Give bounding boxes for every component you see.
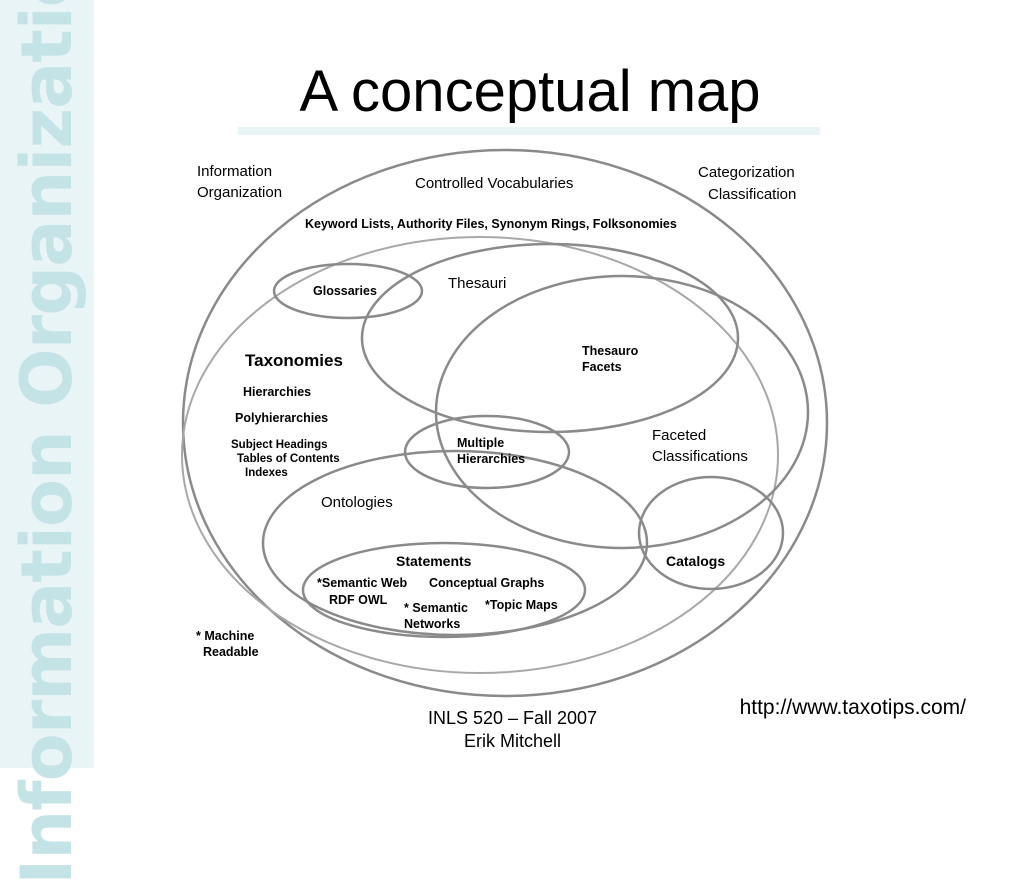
polyhierarchies-label: Polyhierarchies [235, 411, 328, 425]
semantic-web-label: *Semantic Web [317, 576, 407, 590]
source-url-link[interactable]: http://www.taxotips.com/ [739, 696, 966, 719]
categorization-label: Categorization [698, 164, 795, 181]
semantic-networks-label: * Semantic [404, 601, 468, 615]
catalogs-ring [637, 475, 785, 591]
title-underline [238, 127, 820, 135]
footer-course-label: INLS 520 – Fall 2007 [427, 708, 598, 728]
controlled-vocabularies-ring [181, 236, 779, 674]
machine-readable-label-2: Readable [203, 645, 259, 659]
faceted-classifications-label-2: Classifications [652, 448, 748, 465]
multiple-hierarchies-label: Multiple [457, 436, 504, 450]
glossaries-label: Glossaries [313, 284, 377, 298]
keyword-lists-label: Keyword Lists, Authority Files, Synonym … [305, 217, 677, 231]
topic-maps-label: *Topic Maps [485, 598, 558, 612]
faceted-classifications-ring [434, 274, 810, 550]
statements-label: Statements [396, 553, 472, 569]
glossaries-ring [272, 262, 424, 320]
faceted-classifications-label: Faceted [652, 427, 706, 444]
semantic-networks-label-2: Networks [404, 617, 460, 631]
ontologies-ring [261, 449, 649, 637]
ontologies-label: Ontologies [321, 494, 393, 511]
multiple-hierarchies-ring [403, 414, 571, 490]
machine-readable-label: * Machine [196, 629, 254, 643]
footer-author-label: Erik Mitchell [463, 731, 561, 751]
slide-footer: INLS 520 – Fall 2007 Erik Mitchell [380, 707, 645, 753]
thesauro-facets-label-2: Facets [582, 360, 622, 374]
rdf-owl-label: RDF OWL [329, 593, 388, 607]
information-organization-label-2: Organization [197, 184, 282, 201]
multiple-hierarchies-label-2: Hierarchies [457, 452, 525, 466]
statements-ring [301, 541, 587, 639]
information-organization-label: Information [197, 163, 272, 180]
information-organization-ring [181, 148, 829, 698]
classification-label: Classification [708, 186, 796, 203]
subject-headings-label: Subject Headings [231, 439, 328, 451]
indexes-label: Indexes [245, 467, 288, 479]
hierarchies-label: Hierarchies [243, 385, 311, 399]
thesauri-ring [360, 242, 740, 434]
concept-diagram: Information Organization Categorization … [181, 148, 829, 698]
tables-of-contents-label: Tables of Contents [237, 453, 340, 465]
taxonomies-label: Taxonomies [245, 351, 343, 370]
sidebar-banner: Information Organization [0, 0, 94, 885]
slide-title: A conceptual map [299, 59, 761, 124]
thesauro-facets-label: Thesauro [582, 344, 639, 358]
controlled-vocabularies-label: Controlled Vocabularies [415, 175, 573, 192]
conceptual-graphs-label: Conceptual Graphs [429, 576, 544, 590]
thesauri-label: Thesauri [448, 275, 506, 292]
catalogs-label: Catalogs [666, 553, 725, 569]
